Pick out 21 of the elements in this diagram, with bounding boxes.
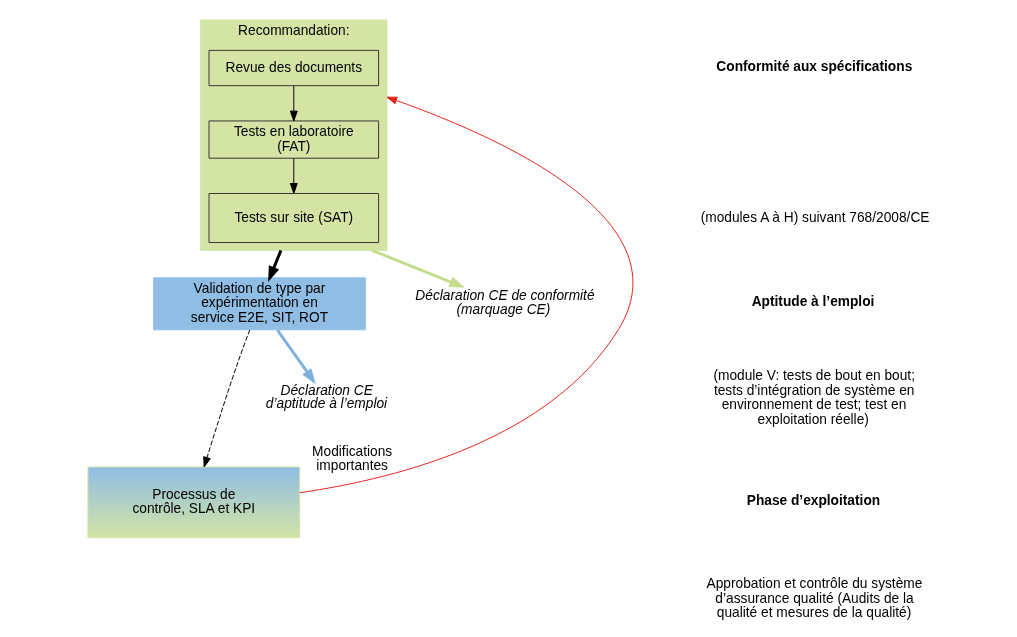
arrow [267,249,282,282]
node-text: Déclaration CE d’aptitude à l’emploi [265,382,387,412]
arrow [298,96,633,494]
arrow [202,329,250,468]
arrow [289,85,298,122]
arrow [275,329,316,385]
node-box: Validation de type par expérimentation en service E2E, SIT, ROT [152,277,366,331]
arrow [370,249,465,288]
node-box: Tests sur site (SAT) [208,193,379,243]
label: Phase d’exploitation [746,492,880,508]
node-box: Processus de contrôle, SLA et KPI [86,466,300,539]
label: Conformité aux spécifications [715,58,912,74]
arrow [289,157,298,194]
label: (module V: tests de bout en bout; tests d’intégration de système en environnement de test; test en exploitation réelle) [712,367,915,428]
edge-label: Modifications importantes [311,443,392,474]
node-text: Déclaration CE de conformité (marquage CE) [414,288,595,317]
label: Aptitude à l’emploi [751,294,874,310]
label: Approbation et contrôle du système d’assurance qualité (Audits de la qualité et mesures de la qualité) [706,575,922,621]
node-box: Tests en laboratoire (FAT) [208,120,379,159]
label: (modules A à H) suivant 768/2008/CE [700,209,929,225]
node-box: Revue des documents [208,49,379,87]
